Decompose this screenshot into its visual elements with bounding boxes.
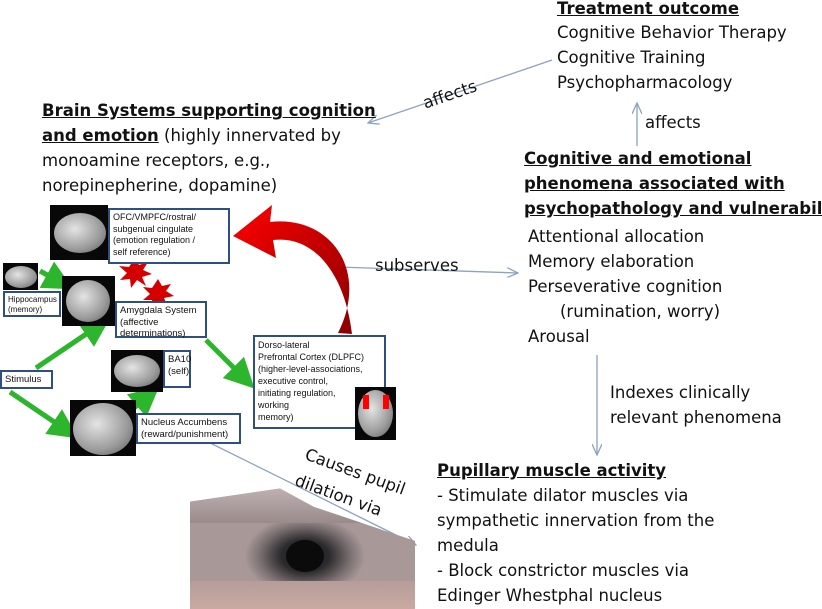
phenomena-title: phenomena associated with (524, 174, 785, 193)
phenomena-item: (rumination, worry) (560, 302, 721, 321)
ba10-brain-image (111, 350, 163, 392)
pupil-title: Pupillary muscle activity (437, 461, 667, 480)
green-arrow (38, 261, 74, 290)
subserves-label: subserves (375, 256, 459, 275)
ofc-box: OFC/VMPFC/rostral/subgenual cingulate(em… (108, 208, 230, 264)
arrow-subserves (337, 266, 518, 273)
dlpfc-brain-image (355, 387, 396, 440)
red-curved-arrow (233, 205, 352, 334)
treatment-title: Treatment outcome (557, 0, 740, 18)
brain-systems-title: Brain Systems supporting cognition (42, 101, 376, 120)
nucleus-accumbens-brain-image (70, 400, 136, 456)
nucleus-accumbens-box: Nucleus Accumbens(reward/punishment) (136, 413, 241, 444)
pupil-line: - Stimulate dilator muscles via (437, 486, 689, 505)
green-arrow (126, 386, 160, 418)
phenomena-item: Perseverative cognition (528, 277, 723, 296)
ba10-box: BA10(self) (163, 350, 191, 388)
pupil-line: Edinger Whestphal nucleus (437, 586, 663, 605)
phenomena-title: psychopathology and vulnerability (524, 199, 822, 218)
pupil-line: sympathetic innervation from the (437, 511, 715, 530)
arrow-causes (177, 426, 416, 545)
red-starburst (143, 279, 174, 309)
phenomena-item: Memory elaboration (528, 252, 695, 271)
treatment-item: Cognitive Behavior Therapy (557, 23, 787, 42)
red-starburst (119, 258, 152, 288)
phenomena-item: Attentional allocation (528, 227, 705, 246)
indexes-label: relevant phenomena (610, 408, 782, 427)
brain-systems-text: norepinepherine, dopamine) (42, 176, 278, 195)
treatment-item: Psychopharmacology (557, 73, 733, 92)
phenomena-title: Cognitive and emotional (524, 149, 752, 168)
green-arrow (8, 389, 79, 439)
amygdala-brain-image (62, 276, 115, 326)
ofc-brain-image (50, 205, 108, 260)
green-arrow (204, 338, 255, 389)
treatment-item: Cognitive Training (557, 48, 706, 67)
hippocampus-brain-image (3, 263, 38, 290)
affects-label-right: affects (645, 113, 701, 132)
brain-systems-text: (highly innervated by (158, 126, 341, 145)
stimulus-box: Stimulus (0, 370, 53, 389)
brain-systems-text: monoamine receptors, e.g., (42, 151, 271, 170)
indexes-label: Indexes clinically (610, 383, 751, 402)
phenomena-item: Arousal (528, 327, 590, 346)
green-arrow (34, 317, 111, 371)
arrow-treatment-to-brain (368, 59, 553, 123)
hippocampus-box: Hippocampus(memory) (3, 291, 61, 317)
pupil-line: medula (437, 536, 499, 555)
brain-systems-title-2: and emotion (42, 126, 159, 145)
pupil-line: - Block constrictor muscles via (437, 561, 690, 580)
